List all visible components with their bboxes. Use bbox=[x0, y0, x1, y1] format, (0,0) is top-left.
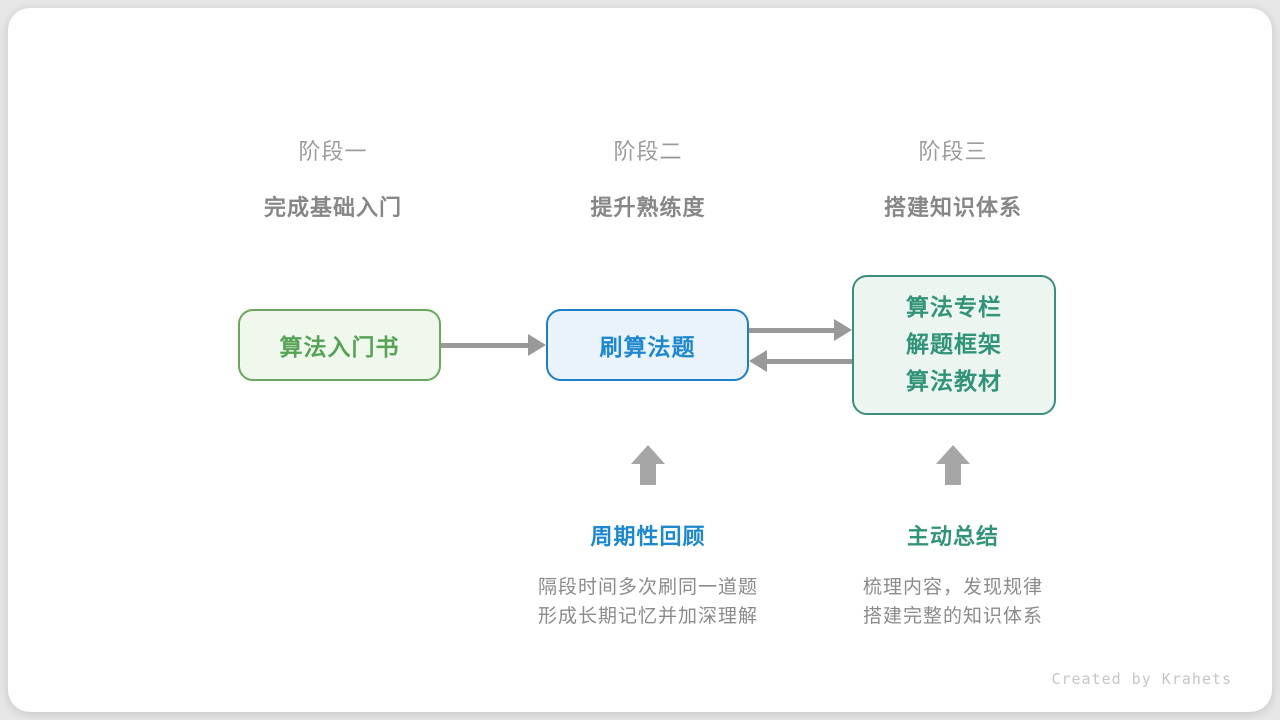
stage-1-label: 阶段一 bbox=[298, 140, 368, 165]
diagram-card: 阶段一 完成基础入门 阶段二 提升熟练度 阶段三 搭建知识体系 算法入门书 刷算… bbox=[8, 8, 1272, 712]
up-arrow-head bbox=[631, 445, 665, 464]
stage-2-label: 阶段二 bbox=[613, 140, 683, 165]
stage-2-header: 阶段二 提升熟练度 bbox=[488, 134, 808, 222]
arrow-head bbox=[528, 334, 546, 356]
up-arrow-review-icon bbox=[631, 445, 665, 485]
node-resources: 算法专栏 解题框架 算法教材 bbox=[852, 275, 1056, 415]
annotation-periodic-review-title: 周期性回顾 bbox=[590, 525, 706, 550]
annotation-desc-line-1: 梳理内容，发现规律 bbox=[862, 576, 1043, 598]
up-arrow-head bbox=[936, 445, 970, 464]
annotation-desc-line-1: 隔段时间多次刷同一道题 bbox=[537, 576, 758, 598]
annotation-periodic-review: 周期性回顾 隔段时间多次刷同一道题 形成长期记忆并加深理解 bbox=[478, 519, 818, 631]
stage-3-subtitle: 搭建知识体系 bbox=[883, 196, 1022, 221]
stage-1-subtitle: 完成基础入门 bbox=[263, 196, 402, 221]
arrow-shaft bbox=[441, 342, 532, 348]
arrow-head bbox=[834, 319, 852, 341]
annotation-desc-line-2: 搭建完整的知识体系 bbox=[862, 605, 1043, 627]
annotation-active-summary: 主动总结 梳理内容，发现规律 搭建完整的知识体系 bbox=[783, 519, 1123, 631]
annotation-active-summary-desc: 梳理内容，发现规律 搭建完整的知识体系 bbox=[783, 573, 1123, 631]
arrow-shaft bbox=[763, 358, 852, 364]
up-arrow-stem bbox=[640, 464, 656, 485]
annotation-active-summary-title: 主动总结 bbox=[906, 525, 999, 550]
stage-3-label: 阶段三 bbox=[918, 140, 988, 165]
node-resources-line-2: 解题框架 bbox=[906, 331, 1002, 358]
node-resources-line-1: 算法专栏 bbox=[906, 294, 1002, 321]
stage-3-header: 阶段三 搭建知识体系 bbox=[793, 134, 1113, 222]
up-arrow-stem bbox=[945, 464, 961, 485]
node-resources-line-3: 算法教材 bbox=[906, 368, 1002, 395]
stage-1-header: 阶段一 完成基础入门 bbox=[173, 134, 493, 222]
stage-2-subtitle: 提升熟练度 bbox=[590, 196, 706, 221]
annotation-desc-line-2: 形成长期记忆并加深理解 bbox=[537, 605, 758, 627]
node-practice-label: 刷算法题 bbox=[599, 335, 696, 361]
arrow-head bbox=[749, 350, 767, 372]
annotation-periodic-review-desc: 隔段时间多次刷同一道题 形成长期记忆并加深理解 bbox=[478, 573, 818, 631]
node-intro-book: 算法入门书 bbox=[238, 309, 441, 381]
arrow-shaft bbox=[749, 327, 838, 333]
up-arrow-summarize-icon bbox=[936, 445, 970, 485]
credit-text: Created by Krahets bbox=[1051, 670, 1232, 688]
node-intro-book-label: 算法入门书 bbox=[279, 335, 400, 361]
node-practice: 刷算法题 bbox=[546, 309, 749, 381]
